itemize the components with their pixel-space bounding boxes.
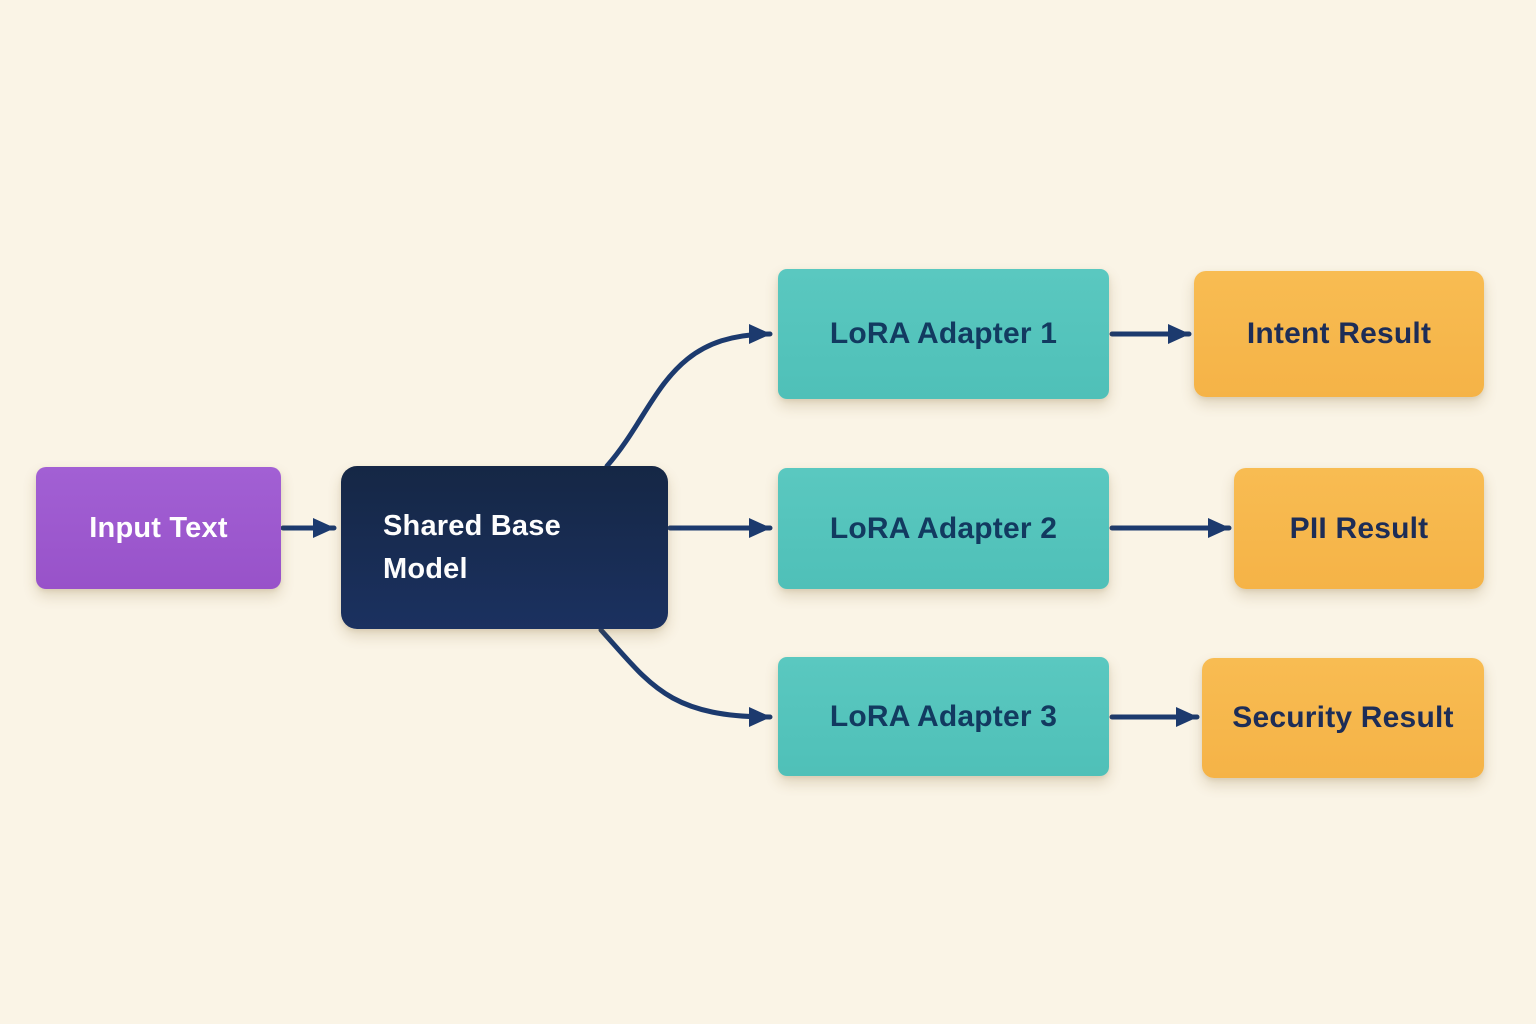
node-lora-adapter-3: LoRA Adapter 3 — [778, 657, 1109, 776]
node-pii-result-label: PII Result — [1289, 511, 1429, 545]
edge-base-to-adapter1 — [604, 324, 773, 469]
node-lora-adapter-2: LoRA Adapter 2 — [778, 468, 1109, 589]
node-intent-result-label: Intent Result — [1246, 317, 1432, 350]
node-input-text-label: Input Text — [89, 511, 228, 544]
node-security-result: Security Result — [1202, 658, 1484, 778]
node-lora-adapter-1: LoRA Adapter 1 — [778, 269, 1109, 399]
node-lora-adapter-3-label: LoRA Adapter 3 — [829, 699, 1058, 733]
node-security-result-label: Security Result — [1232, 701, 1454, 734]
node-shared-base-model: Shared Base Model — [341, 466, 668, 629]
node-lora-adapter-1-label: LoRA Adapter 1 — [829, 317, 1058, 350]
node-pii-result: PII Result — [1234, 468, 1484, 589]
node-lora-adapter-2-label: LoRA Adapter 2 — [829, 511, 1058, 545]
node-input-text: Input Text — [36, 467, 281, 589]
node-intent-result: Intent Result — [1194, 271, 1484, 397]
node-shared-base-model-label: Shared Base Model — [383, 510, 561, 585]
edge-base-to-adapter3 — [598, 627, 773, 727]
